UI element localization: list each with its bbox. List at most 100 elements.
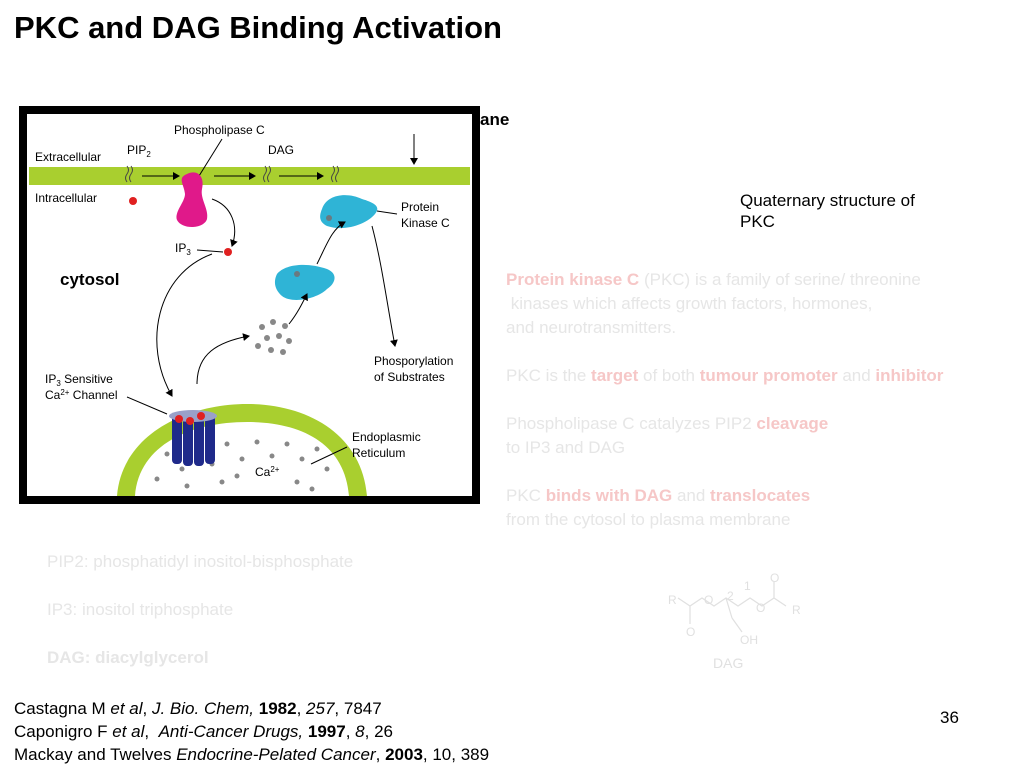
ref2-sep: ,: [144, 722, 159, 741]
dag-lipid-icon: [263, 165, 271, 183]
pip2-lipid-icon: [125, 165, 133, 183]
ref1-etal: et al: [110, 699, 143, 718]
dag-pkc-lipid-icon: [331, 165, 339, 183]
ref1-year: 1982: [258, 699, 297, 718]
dag-abbreviation: DAG: diacylglycerol: [47, 648, 209, 667]
ip3-pointer-line: [196, 249, 224, 253]
reference-3: Mackay and Twelves Endocrine-Pelated Can…: [14, 743, 489, 766]
pkc-membrane-icon: [320, 195, 378, 229]
ref1-sep2: ,: [296, 699, 307, 718]
plc-pointer-line: [198, 138, 223, 177]
references: Castagna M et al, J. Bio. Chem, 1982, 25…: [14, 697, 489, 766]
pkc-signaling-diagram: Extracellular Intracellular PIP2 Phospho…: [19, 106, 480, 504]
ref2-year: 1997: [307, 722, 346, 741]
ref3-sep: ,: [375, 745, 386, 764]
er-membrane: [117, 404, 367, 496]
p4-text-b: and: [672, 486, 711, 505]
er-pointer-line: [310, 446, 348, 465]
cytosol-label: cytosol: [60, 270, 120, 289]
channel-to-calcium-arrow: [196, 333, 250, 385]
slide-title: PKC and DAG Binding Activation: [14, 10, 502, 45]
ip3-abbreviation: IP3: inositol triphosphate: [47, 600, 234, 619]
dag-o4: O: [770, 571, 779, 585]
dag-caption: DAG: [713, 655, 743, 671]
calcium-to-pkc-arrow: [288, 293, 308, 325]
ip3-to-channel-arrow: [156, 253, 213, 397]
dag-structure-diagram: R O O O O R OH 1 2 DAG: [668, 571, 801, 671]
ref2-volume: 8: [355, 722, 365, 741]
dag-o1: O: [686, 625, 695, 639]
pkc-cytosol-icon: [274, 264, 335, 300]
ip3-channel-icon: [169, 410, 217, 466]
er-label-line1: Endoplasmic: [352, 430, 421, 444]
phospholipase-c-label: Phospholipase C: [174, 123, 265, 137]
pip2-headgroup-icon: [129, 197, 137, 205]
quaternary-line2: PKC: [740, 212, 775, 231]
ip3-molecule-icon: [224, 248, 232, 256]
pkc-definition-line3: and neurotransmitters.: [506, 318, 677, 337]
ref2-journal: Anti-Cancer Drugs,: [158, 722, 304, 741]
dag-n1: 1: [744, 579, 751, 593]
pkc-label-line1: Protein: [401, 200, 439, 214]
pkc-site-dot: [326, 215, 332, 221]
pkc-label-line2: Kinase C: [401, 216, 450, 230]
ref3-page: , 10, 389: [422, 745, 490, 764]
phosphorylation-arrow: [371, 225, 398, 347]
p2-text-b: of both: [638, 366, 700, 385]
p2-inhibitor: inhibitor: [875, 366, 944, 385]
dag-oh: OH: [740, 633, 758, 647]
ref1-sep: ,: [142, 699, 152, 718]
ip3-label: IP3: [175, 241, 191, 257]
p4-text-a: PKC: [506, 486, 546, 505]
p4-binds-dag: binds with DAG: [545, 486, 673, 505]
page-number: 36: [940, 708, 959, 727]
plc-paragraph: Phospholipase C catalyzes PIP2 cleavage …: [506, 412, 828, 460]
pkc-translocate-arrow: [316, 221, 346, 265]
p4-translocates: translocates: [710, 486, 811, 505]
intracellular-label: Intracellular: [35, 191, 97, 205]
ref2-page: , 26: [364, 722, 393, 741]
reference-2: Caponigro F et al, Anti-Cancer Drugs, 19…: [14, 720, 489, 743]
pkc-cytosol-site-dot: [294, 271, 300, 277]
channel-label-line1: IP3 Sensitive: [45, 372, 113, 388]
quaternary-line1: Quaternary structure of: [740, 191, 915, 210]
pkc-definition-text: (PKC) is a family of serine/ threonine: [639, 270, 921, 289]
diagram-canvas: Extracellular Intracellular PIP2 Phospho…: [27, 114, 472, 496]
dag-o3: O: [756, 601, 765, 615]
plasma-membrane-label: ane: [480, 110, 510, 129]
dag-label: DAG: [268, 143, 294, 157]
p4-line2: from the cytosol to plasma membrane: [506, 510, 791, 529]
er-calcium-dots: [154, 439, 330, 492]
channel-label-line2: Ca2+ Channel: [45, 388, 118, 402]
p3-text-a: Phospholipase C catalyzes PIP2: [506, 414, 757, 433]
ref1-author: Castagna M: [14, 699, 111, 718]
dag-o2: O: [704, 593, 713, 607]
ref2-sep2: ,: [345, 722, 356, 741]
ref1-volume: 257: [306, 699, 335, 718]
ref3-author: Mackay and Twelves: [14, 745, 177, 764]
phosphorylation-label-line1: Phosporylation: [374, 354, 453, 368]
p2-text-a: PKC is the: [506, 366, 592, 385]
quaternary-structure-caption: Quaternary structure of PKC: [740, 190, 960, 232]
pkc-definition-line2: kinases which affects growth factors, ho…: [506, 294, 873, 313]
pip2-abbreviation: PIP2: phosphatidyl inositol-bisphosphate: [47, 552, 354, 571]
pip2-label: PIP2: [127, 143, 151, 159]
p3-line2: to IP3 and DAG: [506, 438, 626, 457]
reference-1: Castagna M et al, J. Bio. Chem, 1982, 25…: [14, 697, 489, 720]
er-calcium-label: Ca2+: [255, 465, 280, 479]
ref1-page: , 7847: [334, 699, 382, 718]
dag-r-left: R: [668, 593, 677, 607]
er-label-line2: Reticulum: [352, 446, 405, 460]
calcium-cluster-icon: [255, 319, 292, 355]
p2-target: target: [591, 366, 639, 385]
pkc-target-paragraph: PKC is the target of both tumour promote…: [506, 364, 943, 388]
p2-tumour-promoter: tumour promoter: [699, 366, 838, 385]
dag-n2: 2: [727, 589, 734, 603]
ref1-journal: J. Bio. Chem,: [151, 699, 255, 718]
p2-text-c: and: [837, 366, 876, 385]
phospholipase-c-icon: [176, 172, 208, 228]
pkc-dag-paragraph: PKC binds with DAG and translocates from…: [506, 484, 810, 532]
dag-r-right: R: [792, 603, 801, 617]
ref2-etal: et al: [112, 722, 145, 741]
ref3-journal: Endocrine-Pelated Cancer: [176, 745, 376, 764]
